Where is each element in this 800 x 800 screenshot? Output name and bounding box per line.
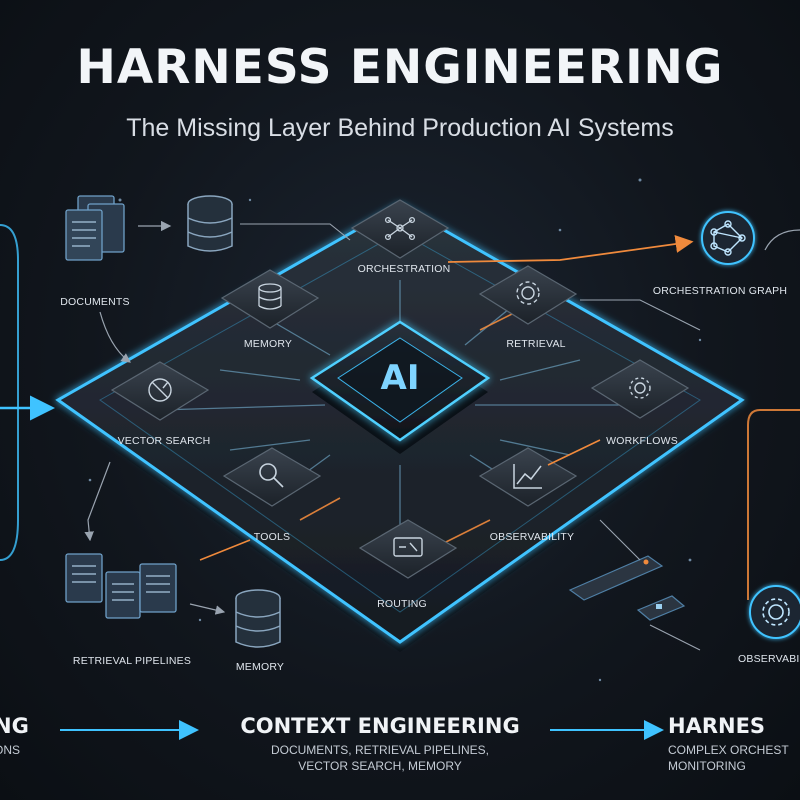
bottom-stage-mid-head: CONTEXT ENGINEERING [240, 714, 520, 738]
bottom-stage-left-head: NG [0, 714, 29, 738]
pipelines-to-memory-arrow [189, 603, 226, 615]
page-subtitle: The Missing Layer Behind Production AI S… [126, 114, 674, 142]
module-label: ORCHESTRATION [358, 263, 451, 275]
module-routing[interactable]: ROUTING [358, 519, 458, 610]
bottom-stage-right-desc-2: MONITORING [668, 759, 746, 773]
outer-memory[interactable]: MEMORY [235, 589, 284, 673]
documents-icon [65, 195, 125, 261]
bottom-stage-left-desc: ONS [0, 743, 21, 757]
outer-label: MEMORY [236, 661, 284, 673]
trend-chart-icon [513, 464, 542, 489]
module-vector-search[interactable]: VECTOR SEARCH [110, 361, 211, 447]
outer-documents[interactable]: DOCUMENTS [60, 195, 130, 308]
ai-chip-label: AI [381, 358, 420, 398]
bottom-stage-left: NG ONS [0, 714, 34, 758]
outer-label: RETRIEVAL PIPELINES [73, 655, 191, 667]
device-link-line [599, 519, 701, 651]
bottom-stage-mid-desc-1: DOCUMENTS, RETRIEVAL PIPELINES, [270, 743, 490, 757]
compass-icon [148, 378, 172, 402]
module-tools[interactable]: TOOLS [222, 447, 322, 543]
database-icon [187, 195, 233, 252]
ai-chip: AI [309, 320, 491, 454]
gear-icon [516, 281, 540, 305]
module-memory[interactable]: MEMORY [220, 269, 320, 350]
outer-observability[interactable]: OBSERVABILI [738, 585, 800, 665]
cog-flower-icon [629, 377, 651, 399]
tools-orange-line [199, 539, 251, 561]
module-label: WORKFLOWS [606, 435, 678, 447]
module-label: MEMORY [244, 338, 292, 350]
bottom-stage-harness: HARNES COMPLEX ORCHEST MONITORING [668, 714, 800, 774]
right-return-line [764, 229, 800, 251]
outer-label: DOCUMENTS [60, 296, 129, 308]
left-flow-line [0, 224, 19, 561]
background-dots [88, 178, 702, 682]
outer-label: OBSERVABILI [738, 653, 800, 665]
database-icon [235, 589, 281, 648]
db-to-platform-line [240, 223, 351, 241]
bottom-stage-context-engineering: CONTEXT ENGINEERING DOCUMENTS, RETRIEVAL… [225, 714, 535, 774]
documents-to-vector-arrow [99, 311, 131, 363]
documents-icon [65, 553, 177, 619]
module-orchestration[interactable]: ORCHESTRATION [350, 199, 451, 275]
orchestration-to-graph-arrow [447, 235, 694, 263]
device-module [568, 555, 686, 621]
module-label: OBSERVABILITY [490, 531, 575, 543]
module-label: RETRIEVAL [506, 338, 565, 350]
outer-database-top [187, 195, 233, 252]
bottom-stage-mid-desc-2: VECTOR SEARCH, MEMORY [298, 759, 462, 773]
database-icon [258, 283, 282, 310]
bottom-stage-right-desc-1: COMPLEX ORCHEST [668, 743, 789, 757]
module-retrieval[interactable]: RETRIEVAL [478, 265, 578, 350]
magnifier-icon [259, 463, 284, 488]
page-title: HARNESS ENGINEERING [76, 40, 724, 95]
right-flow-line [747, 409, 800, 600]
graph-icon [701, 211, 755, 265]
retrieval-out-line [580, 299, 701, 331]
outer-label: ORCHESTRATION GRAPH [653, 285, 787, 297]
bottom-stage-right-head: HARNES [668, 714, 766, 738]
gear-icon [749, 585, 800, 639]
vector-to-pipelines-arrow [84, 461, 111, 542]
module-label: TOOLS [254, 531, 290, 543]
outer-retrieval-pipelines[interactable]: RETRIEVAL PIPELINES [65, 553, 191, 667]
network-icon [384, 216, 416, 241]
module-workflows[interactable]: WORKFLOWS [590, 359, 690, 447]
module-label: VECTOR SEARCH [118, 435, 211, 447]
module-label: ROUTING [377, 598, 427, 610]
route-icon [393, 537, 423, 557]
outer-orchestration-graph[interactable]: ORCHESTRATION GRAPH [653, 211, 787, 297]
workflows-out-arrow [547, 439, 601, 466]
